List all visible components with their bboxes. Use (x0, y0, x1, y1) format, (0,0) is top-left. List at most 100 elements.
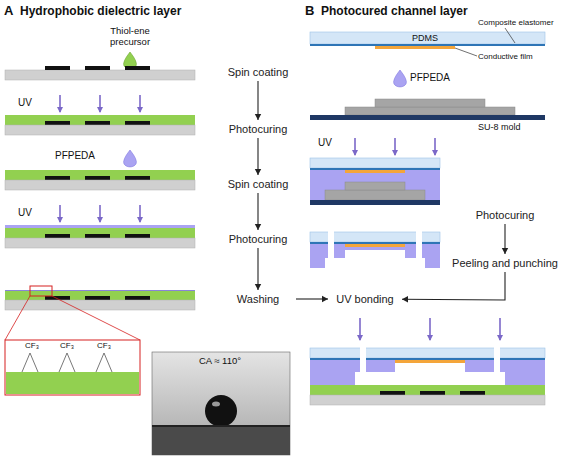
composite-elastomer (310, 44, 545, 46)
arrow-head (255, 284, 261, 290)
electrode (125, 66, 150, 70)
annotation-label: CF₃ (55, 341, 79, 350)
step-label: Photocuring (222, 122, 294, 136)
process-step: Spin coating (222, 177, 294, 191)
conductive-film (375, 46, 455, 49)
thiol-ene-layer (6, 372, 139, 394)
arrow-head (255, 224, 261, 230)
electrode (125, 296, 150, 300)
photo-baseline (152, 425, 290, 427)
molecular-chain (22, 353, 38, 372)
uv-arrow (139, 95, 141, 112)
process-step: Spin coating (222, 65, 294, 79)
uv-arrow (359, 318, 361, 340)
punched-hole (416, 231, 422, 259)
channel-recess (345, 250, 405, 258)
photo-surface (152, 426, 290, 455)
electrode (85, 234, 110, 238)
annotation-label: PFPEDA (55, 150, 105, 162)
process-step: Photocuring (469, 208, 541, 222)
step-label: Photocuring (469, 208, 541, 222)
droplet-highlight (212, 402, 220, 407)
flow-arrow (255, 138, 261, 175)
process-step: Washing (222, 292, 294, 306)
annotation-label: CA ≈ 110° (160, 356, 280, 367)
su8-mold-tier (375, 99, 485, 107)
process-step: Photocuring (222, 122, 294, 136)
thiol-ene-layer (310, 385, 545, 395)
annotation-label: UV (18, 207, 42, 219)
thiol-ene-layer (5, 115, 195, 125)
water-droplet (205, 395, 237, 427)
thiol-ene-layer (5, 290, 195, 300)
composite-elastomer (310, 168, 440, 170)
annotation-label: CF₃ (20, 341, 44, 350)
fluorinated-surface (5, 290, 195, 291)
arrow-head (402, 296, 408, 302)
pfpeda-droplet (124, 150, 137, 167)
flow-line (257, 248, 258, 290)
process-step: Peeling and punching (447, 256, 563, 270)
annotation-label: B (305, 4, 321, 19)
electrode (85, 66, 110, 70)
arrow-head (255, 114, 261, 120)
conductive-film (345, 244, 405, 247)
step-label: Washing (222, 292, 294, 306)
flow-arrow (255, 193, 261, 230)
electrode (460, 391, 485, 395)
uv-arrow (499, 318, 501, 340)
contact-angle-photo (152, 352, 290, 455)
electrode (125, 121, 150, 125)
flow-arrow (255, 81, 261, 120)
annotation-label: SU-8 mold (478, 122, 548, 132)
zoom-leader (52, 296, 140, 340)
glass-substrate (5, 300, 195, 310)
electrode (45, 121, 70, 125)
arrow-head (322, 296, 328, 302)
arrow-head (255, 169, 261, 175)
microchannel (355, 372, 505, 385)
annotation-label: Composite elastomer (478, 18, 565, 27)
punched-hole (360, 347, 366, 373)
step-label: Peeling and punching (447, 256, 563, 270)
molecular-chain (96, 353, 112, 372)
step-label: Spin coating (222, 65, 294, 79)
conductive-film (395, 360, 465, 363)
punched-hole (328, 231, 334, 259)
glass-substrate (5, 125, 195, 135)
uv-arrow (394, 138, 396, 155)
uv-arrow (354, 138, 356, 155)
annotation-label: UV (318, 137, 342, 149)
leader-line (505, 28, 515, 43)
uv-arrow (99, 205, 101, 222)
thiol-ene-layer (5, 170, 195, 180)
su8-mold-tier (325, 190, 425, 200)
step-label: UV bonding (330, 292, 400, 306)
glass-substrate (310, 395, 545, 405)
electrode (85, 296, 110, 300)
leader-line (455, 48, 477, 56)
process-step: Photocuring (222, 232, 294, 246)
flow-arrow (502, 224, 508, 254)
uv-arrow (59, 95, 61, 112)
glass-substrate (5, 238, 195, 248)
annotation-label: Conductive film (478, 52, 558, 61)
punched-hole (494, 347, 500, 373)
glass-substrate (5, 70, 195, 80)
pdms-layer (310, 32, 545, 44)
mold-base (310, 200, 440, 205)
annotation-label: Hydrophobic dielectric layer (20, 5, 220, 19)
channel-recess (325, 258, 425, 268)
conductive-film (345, 170, 405, 173)
zoom-inset (5, 340, 140, 395)
annotation-label: PFPEDA (410, 72, 460, 84)
pfpeda-fill (310, 170, 440, 200)
microchannel (395, 363, 465, 372)
zoom-marker (30, 286, 52, 296)
annotation-label: Photocured channel layer (321, 5, 481, 19)
flow-arrow (255, 248, 261, 290)
uv-arrow (139, 205, 141, 222)
uv-arrow (429, 318, 431, 340)
pfpeda-droplet (394, 70, 407, 87)
